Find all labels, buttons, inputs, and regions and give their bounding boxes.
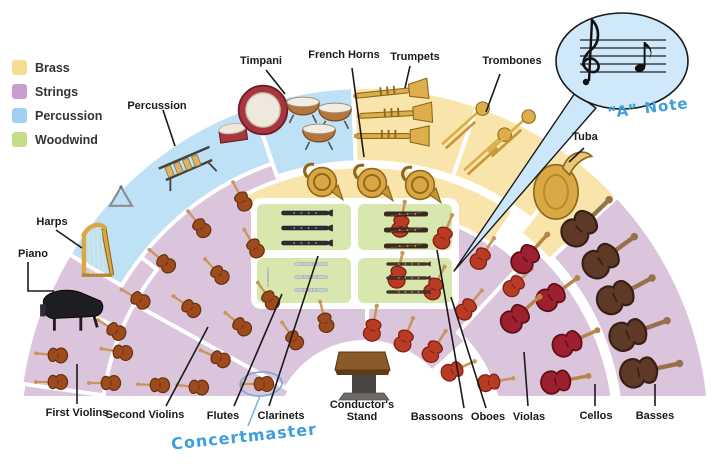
legend-item-brass: Brass: [12, 60, 102, 75]
label-leader-lines: [27, 65, 656, 409]
leader-violas: [523, 351, 529, 407]
brass-color-swatch: [12, 60, 27, 75]
eighth-note-icon: [634, 42, 652, 73]
legend-label: Percussion: [35, 108, 103, 123]
label-first-violins: First Violins: [45, 407, 109, 419]
leader-timpani: [265, 69, 286, 95]
flute-icon: [294, 288, 328, 292]
flute-icon: [294, 262, 328, 266]
percussion-color-swatch: [12, 108, 27, 123]
label-trumpets: Trumpets: [390, 51, 440, 63]
leader-bassoons: [436, 249, 465, 409]
leader-clarinets: [268, 255, 319, 407]
label-conductors-stand: Conductor's Stand: [329, 399, 395, 424]
legend: Brass Strings Percussion Woodwind: [12, 60, 102, 156]
label-clarinets: Clarinets: [257, 410, 305, 422]
bass-drum-icon: [237, 84, 289, 136]
woodwind-color-swatch: [12, 132, 27, 147]
concertmaster-circle: [239, 371, 283, 397]
leader-trombones: [485, 73, 501, 113]
treble-clef-icon: [581, 18, 600, 86]
section-flutes: [257, 258, 351, 303]
label-violas: Violas: [512, 411, 546, 423]
section-percussion: [67, 103, 275, 288]
leader-harps: [55, 229, 83, 249]
label-trombones: Trombones: [482, 55, 542, 67]
bassoon-icon: [383, 227, 429, 233]
label-piano: Piano: [18, 248, 48, 260]
bassoon-icon: [383, 211, 429, 217]
leader-trumpets: [404, 65, 411, 89]
label-tuba: Tuba: [572, 131, 598, 143]
leader-oboes: [450, 296, 487, 409]
label-harps: Harps: [36, 216, 68, 228]
leader-piano: [27, 262, 54, 292]
label-second-violins: Second Violins: [105, 409, 185, 421]
label-french-horns: French Horns: [308, 49, 380, 61]
label-basses: Basses: [635, 410, 675, 422]
legend-label: Woodwind: [35, 132, 98, 147]
stage-floor-mask: [0, 350, 720, 468]
legend-label: Brass: [35, 60, 70, 75]
label-percussion: Percussion: [127, 100, 187, 112]
bassoon-icon: [383, 243, 429, 249]
strings-color-swatch: [12, 84, 27, 99]
label-oboes: Oboes: [470, 411, 506, 423]
callout-bubble: [555, 12, 689, 110]
legend-label: Strings: [35, 84, 79, 99]
legend-item-percussion: Percussion: [12, 108, 102, 123]
label-bassoons: Bassoons: [410, 411, 464, 423]
label-cellos: Cellos: [579, 410, 613, 422]
leader-flutes: [233, 293, 283, 407]
label-timpani: Timpani: [240, 55, 282, 67]
legend-item-strings: Strings: [12, 84, 102, 99]
leader-second-violins: [165, 326, 209, 407]
leader-tuba: [568, 147, 585, 163]
a-note-callout: [453, 12, 689, 272]
label-flutes: Flutes: [206, 410, 240, 422]
leader-french-horns: [351, 67, 365, 158]
concertmaster-leader-line: [247, 395, 261, 427]
leader-percussion: [162, 109, 176, 147]
music-staff-icon: [580, 39, 666, 73]
legend-item-woodwind: Woodwind: [12, 132, 102, 147]
annotations: [239, 371, 283, 427]
piccolo-icon: [267, 267, 269, 287]
